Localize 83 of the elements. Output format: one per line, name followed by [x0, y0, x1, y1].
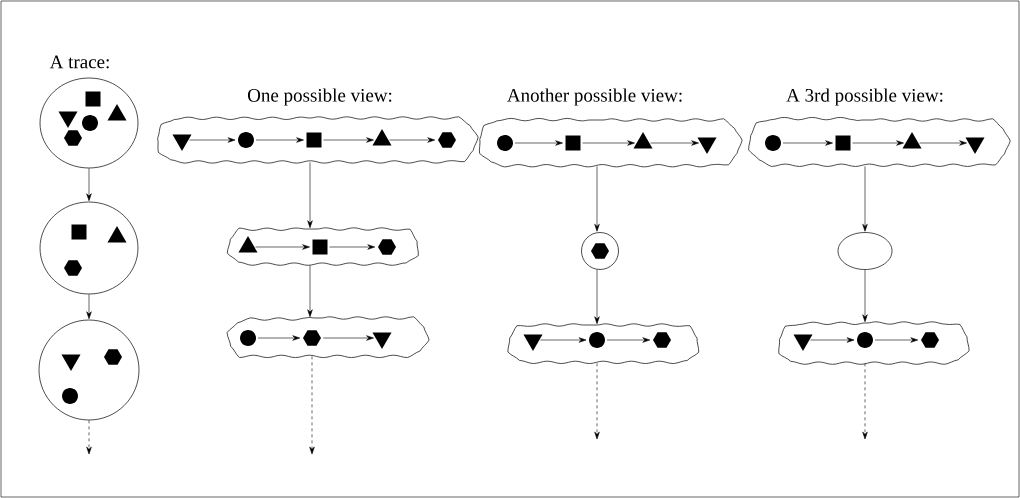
blob [479, 118, 743, 168]
column-heading: A trace: [49, 55, 109, 69]
blob [778, 321, 970, 365]
inverted-triangle-symbol [372, 332, 392, 349]
square-symbol [71, 224, 87, 240]
square-symbol [85, 91, 101, 107]
arrow [307, 162, 313, 228]
arrow [86, 294, 92, 319]
inverted-triangle-symbol [965, 137, 985, 154]
inverted-triangle-symbol [61, 354, 81, 371]
hexagon-symbol [921, 332, 939, 348]
arrow [862, 363, 868, 440]
arrow [852, 140, 904, 146]
blob [39, 201, 139, 295]
arrow [862, 166, 868, 232]
triangle-symbol [238, 236, 258, 253]
arrow [389, 137, 436, 143]
blob [507, 323, 700, 364]
arrow [606, 337, 651, 343]
arrow [307, 265, 313, 317]
triangle-symbol [107, 226, 127, 243]
arrow [329, 244, 376, 250]
blob [157, 116, 479, 164]
blob [837, 232, 893, 270]
triangle-symbol [372, 129, 392, 146]
triangle-symbol [902, 132, 922, 149]
circle-symbol [62, 388, 78, 404]
blob [748, 117, 1011, 167]
arrow [594, 269, 600, 324]
circle-symbol [497, 135, 513, 151]
inverted-triangle-symbol [793, 334, 813, 351]
inverted-triangle-symbol [523, 334, 543, 351]
triangle-symbol [107, 104, 127, 121]
blob [581, 232, 619, 270]
arrow [810, 337, 855, 343]
circle-symbol [589, 332, 605, 348]
arrow [874, 337, 919, 343]
blob [226, 227, 419, 266]
arrow [189, 137, 236, 143]
hexagon-symbol [591, 243, 609, 259]
hexagon-symbol [438, 132, 456, 148]
square-symbol [835, 135, 851, 151]
inverted-triangle-symbol [172, 134, 192, 151]
inverted-triangle-symbol [58, 111, 78, 128]
arrow [862, 269, 868, 322]
arrow [323, 335, 374, 341]
square-symbol [312, 239, 328, 255]
arrow [919, 140, 967, 146]
circle-symbol [857, 332, 873, 348]
arrow [514, 140, 563, 146]
blob [38, 319, 140, 421]
arrow [255, 137, 304, 143]
hexagon-symbol [303, 330, 321, 346]
arrow [782, 140, 833, 146]
arrow [86, 420, 92, 455]
blob [226, 316, 430, 358]
square-symbol [306, 132, 322, 148]
square-symbol [565, 135, 581, 151]
hexagon-symbol [64, 260, 82, 276]
blob [39, 77, 139, 169]
column-heading: A 3rd possible view: [786, 88, 943, 106]
hexagon-symbol [104, 349, 122, 365]
arrow [309, 356, 315, 455]
circle-symbol [82, 115, 98, 131]
arrow [650, 140, 699, 146]
arrow [255, 244, 310, 250]
triangle-symbol [633, 132, 653, 149]
arrow [323, 137, 374, 143]
column-heading: Another possible view: [507, 88, 682, 106]
inverted-triangle-symbol [697, 137, 717, 154]
hexagon-symbol [653, 332, 671, 348]
hexagon-symbol [378, 239, 396, 255]
arrow [594, 363, 600, 440]
hexagon-symbol [64, 130, 82, 146]
circle-symbol [765, 135, 781, 151]
circle-symbol [240, 330, 256, 346]
arrow [86, 168, 92, 201]
circle-symbol [238, 132, 254, 148]
arrow [257, 335, 301, 341]
arrow [582, 140, 635, 146]
arrow [594, 166, 600, 232]
arrow [540, 337, 587, 343]
column-heading: One possible view: [247, 88, 392, 106]
